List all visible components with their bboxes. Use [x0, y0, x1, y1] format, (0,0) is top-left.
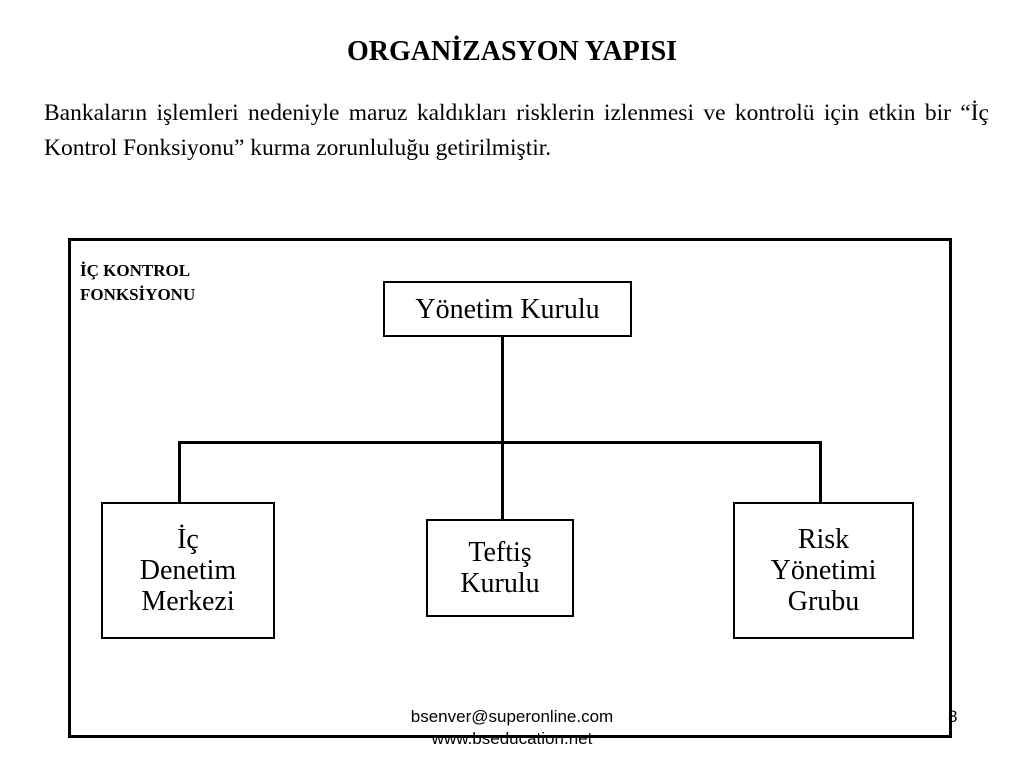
internal-control-frame — [68, 238, 952, 738]
node-risk: Risk Yönetimi Grubu — [733, 502, 914, 639]
connector-horizontal-bar — [178, 441, 822, 444]
connector-left-drop — [178, 441, 181, 503]
slide-title: ORGANİZASYON YAPISI — [346, 36, 678, 67]
intro-paragraph: Bankaların işlemleri nedeniyle maruz kal… — [44, 100, 989, 161]
frame-label: İÇ KONTROL FONKSİYONU — [80, 261, 196, 304]
footer-contact: bsenver@superonline.com www.bseducation.… — [410, 707, 614, 748]
connector-right-drop — [819, 441, 822, 503]
node-inspection: Teftiş Kurulu — [426, 519, 574, 617]
connector-board-down — [501, 335, 504, 521]
node-board: Yönetim Kurulu — [383, 281, 632, 337]
page-number: 8 — [948, 707, 958, 726]
node-internal-audit: İç Denetim Merkezi — [101, 502, 275, 639]
